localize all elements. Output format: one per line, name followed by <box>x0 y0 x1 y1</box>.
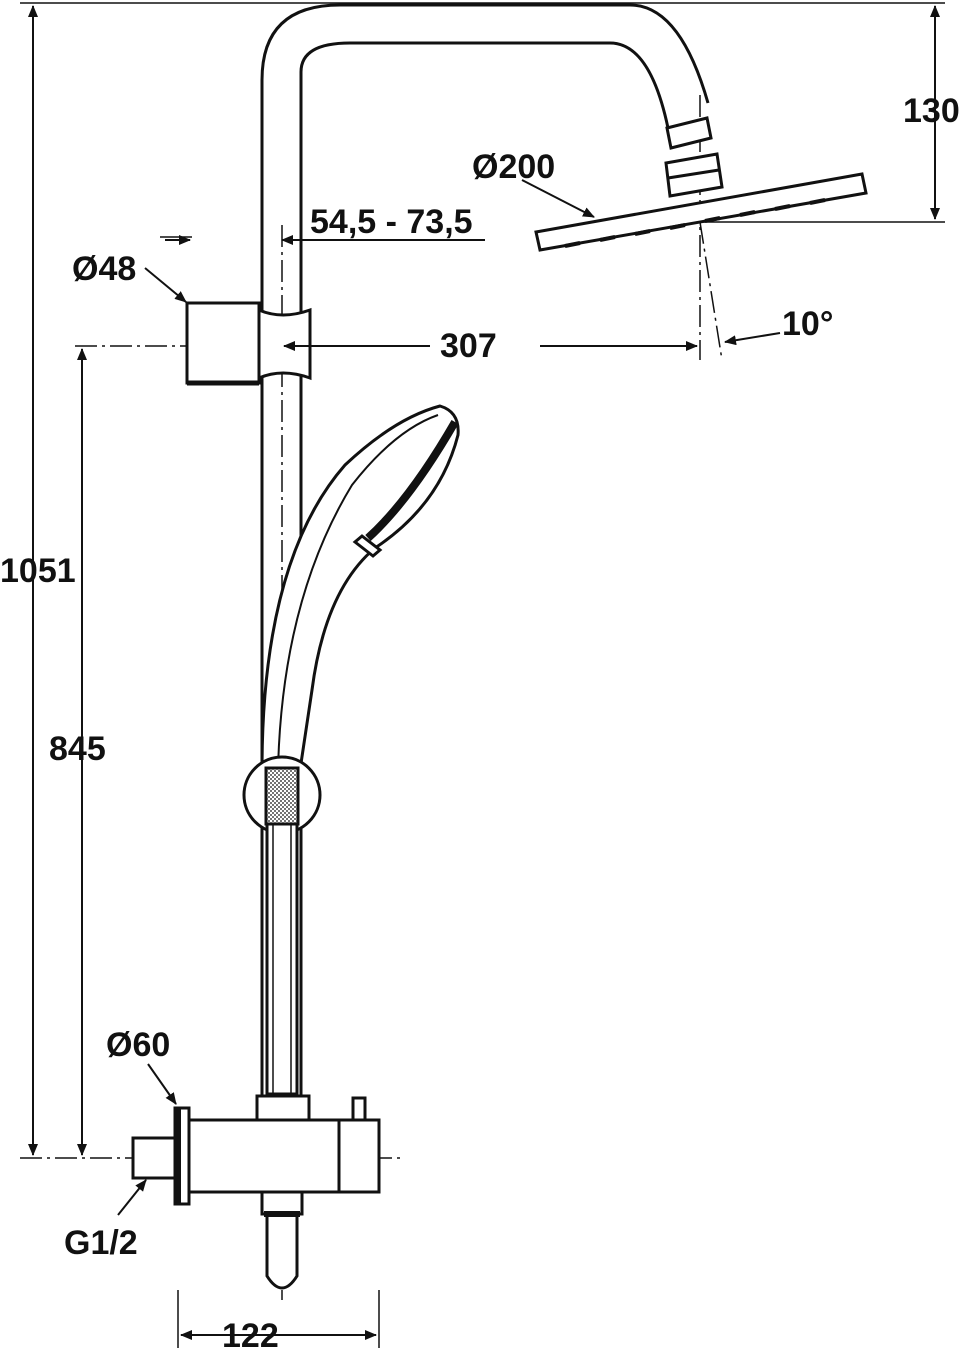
valve-inlet-pipe <box>131 1136 177 1180</box>
riser-outer-contour <box>260 3 710 1098</box>
hand-shower-bracket <box>185 301 312 386</box>
hand-shower-button <box>352 534 383 558</box>
head-drop-label: 130 <box>903 92 960 130</box>
riser-inner-contour <box>299 41 670 1098</box>
thread-label: G1/2 <box>64 1224 138 1262</box>
valve-top-stem <box>351 1096 367 1122</box>
dimension-labels: 1051 845 130 Ø200 54,5 - 73,5 Ø48 307 10… <box>0 92 960 1351</box>
hand-shower-spray-face <box>365 420 459 541</box>
riser-connector <box>255 1094 311 1122</box>
head-diameter-label: Ø200 <box>472 148 555 186</box>
rosette-diameter-leader <box>147 1063 177 1105</box>
tilt-angle-label: 10° <box>782 305 833 343</box>
thread-leader <box>117 1179 147 1216</box>
total-height-label: 1051 <box>0 552 76 590</box>
valve-control-handle <box>337 1118 381 1194</box>
valve-width-label: 122 <box>222 1317 279 1351</box>
hand-shower <box>260 404 460 772</box>
rosette-diameter-label: Ø60 <box>106 1026 170 1064</box>
hose-upper-segment <box>265 822 299 1096</box>
head-diameter-leader <box>521 179 595 218</box>
riser-pipe <box>260 3 710 1098</box>
dimension-lines <box>28 4 940 1340</box>
hose-assembly <box>242 755 322 1290</box>
thermostatic-valve <box>131 1094 381 1217</box>
ball-joint-ridge <box>667 168 720 180</box>
shower-plate-nozzles <box>564 198 826 248</box>
head-tilted-centerline <box>699 221 723 361</box>
tilt-angle-arrow <box>724 332 781 346</box>
shower-plate <box>534 172 868 252</box>
valve-body <box>187 1118 341 1194</box>
hose-holder-insert <box>264 766 300 826</box>
arm-reach-label: 307 <box>440 327 497 365</box>
wall-bracket-block <box>185 301 261 385</box>
sliding-bracket <box>257 307 312 381</box>
arm-connector-nut <box>665 116 713 150</box>
reference-lines <box>20 2 945 1348</box>
bracket-diameter-leader <box>144 267 187 303</box>
overhead-shower-head <box>534 116 868 252</box>
rail-spacing-label: 54,5 - 73,5 <box>310 203 473 241</box>
bracket-diameter-label: Ø48 <box>72 250 136 288</box>
valve-height-label: 845 <box>49 730 106 768</box>
hand-shower-inner-contour <box>277 414 439 771</box>
valve-outlet-stub <box>260 1190 304 1216</box>
